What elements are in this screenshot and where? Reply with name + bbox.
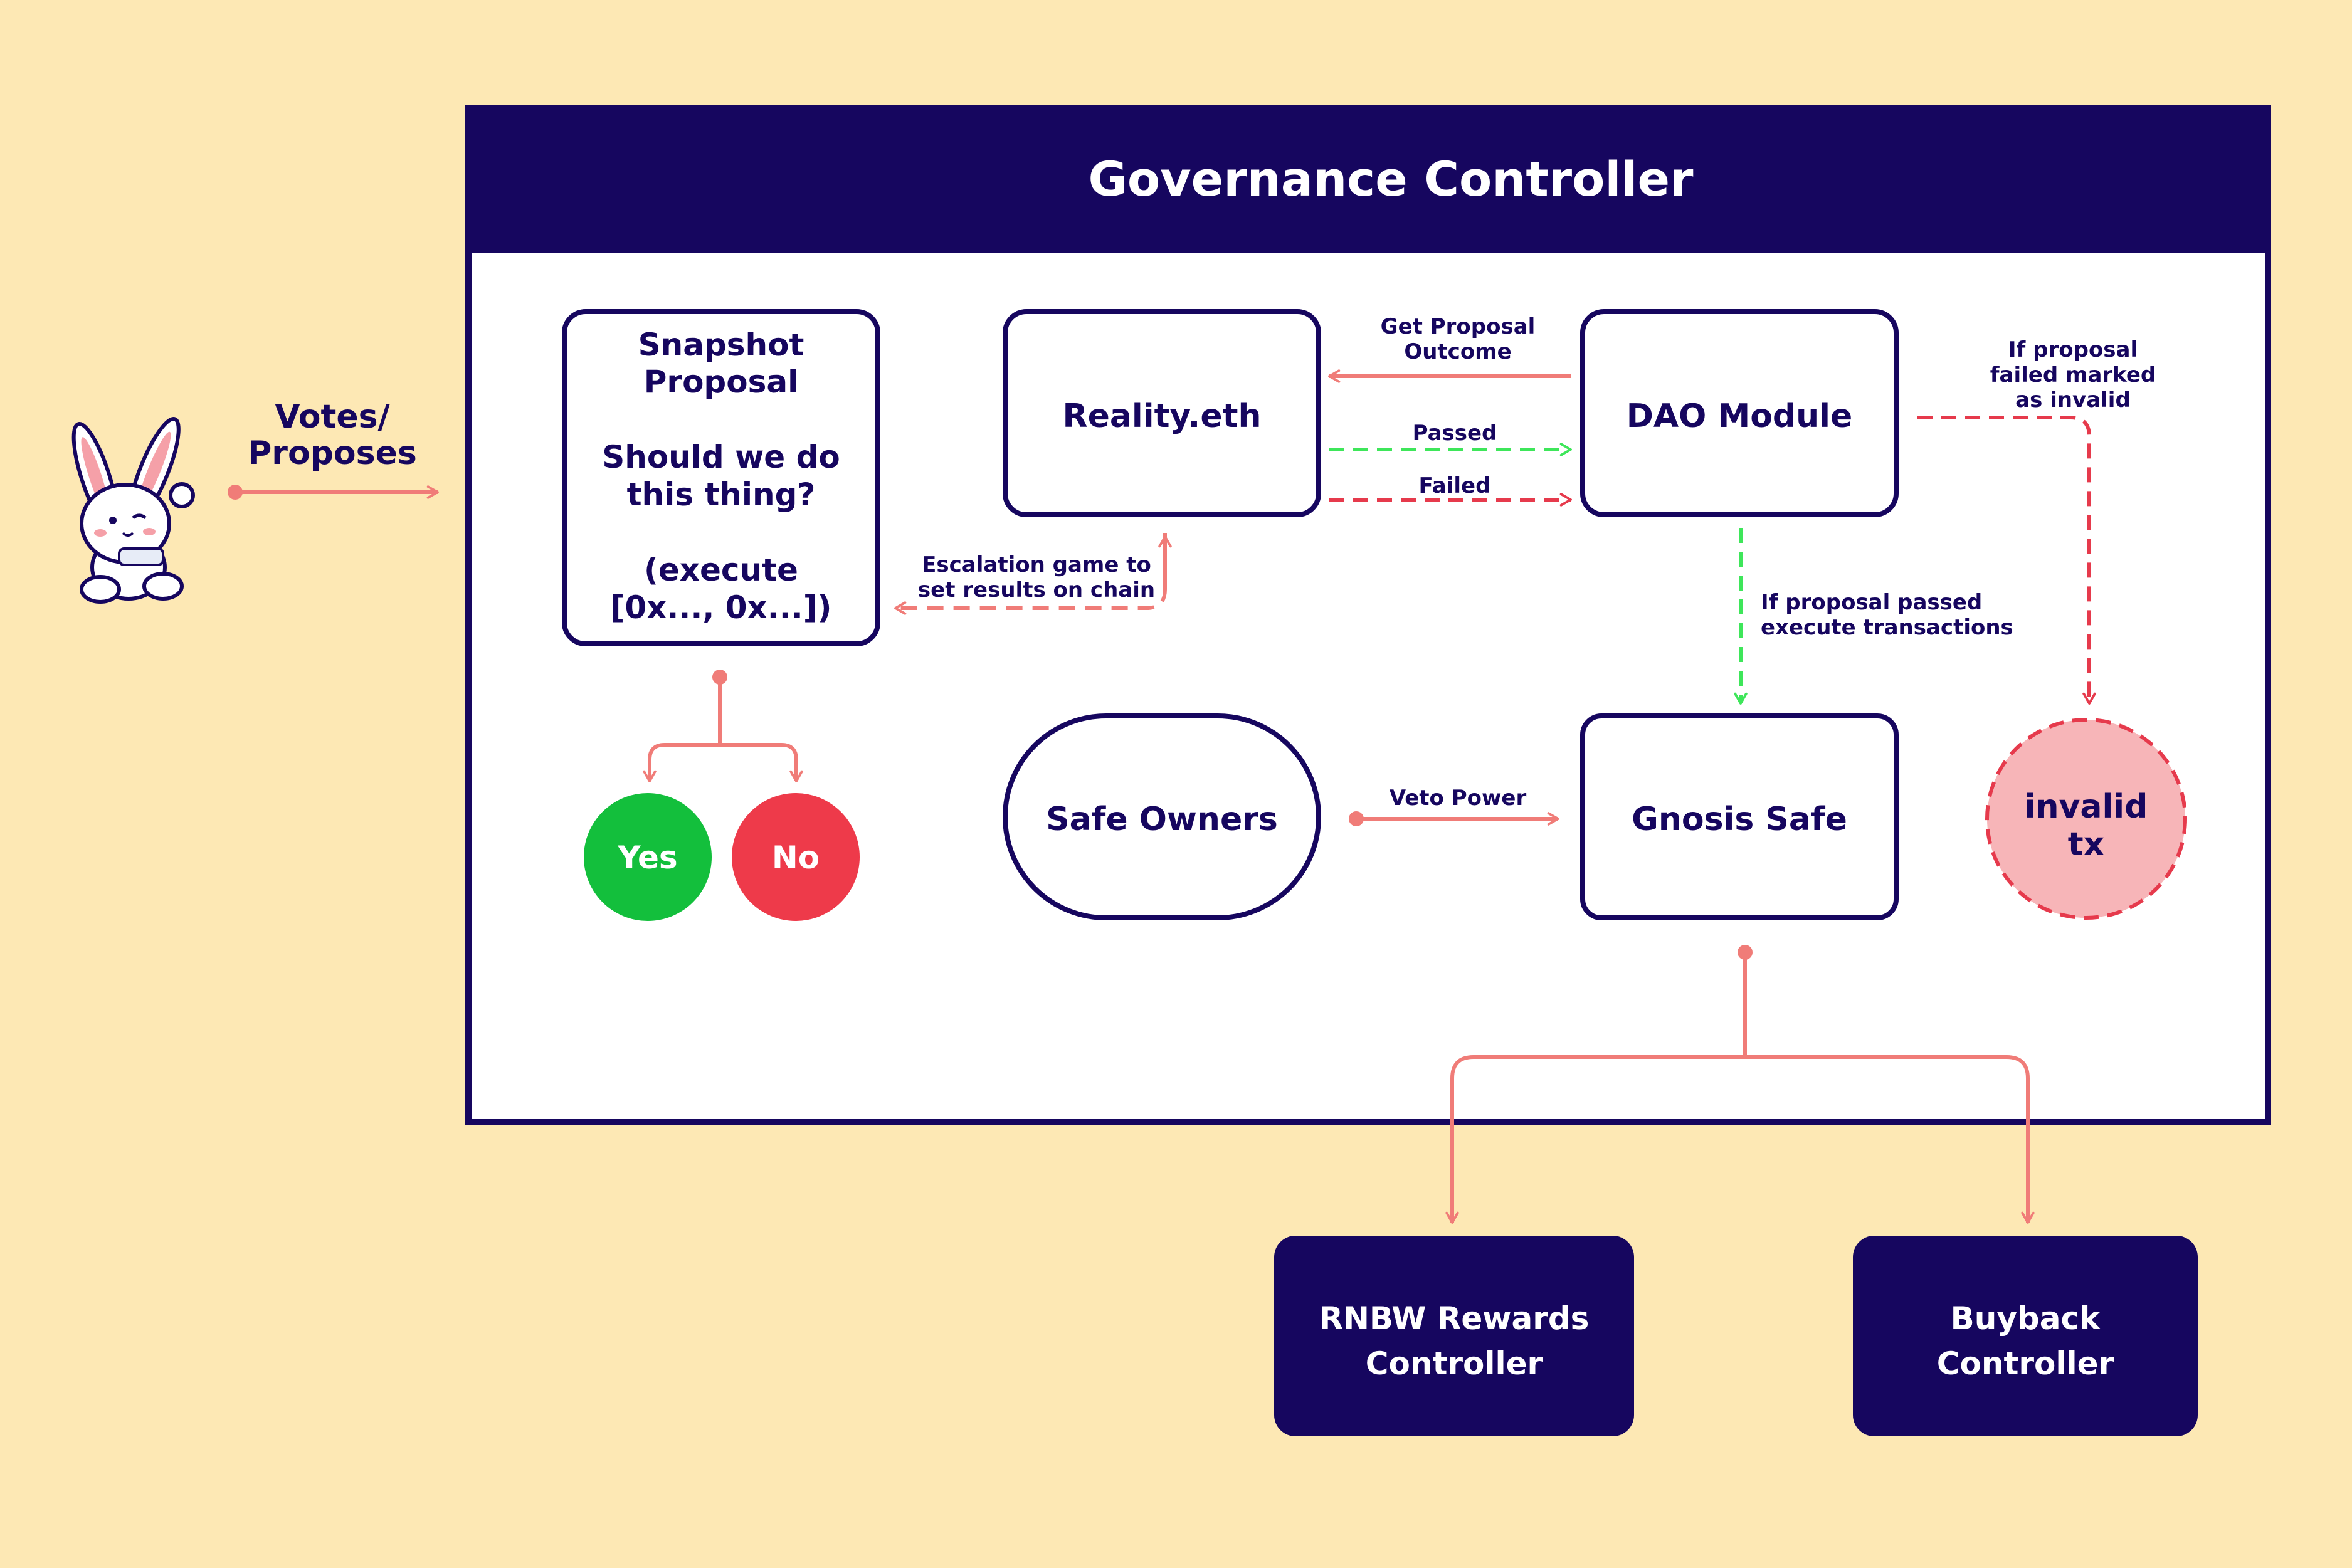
yes-label: Yes <box>617 839 677 876</box>
snapshot-line5: (execute <box>644 552 798 588</box>
if-failed-label-line2: failed marked <box>1990 362 2156 387</box>
rewards-line1: RNBW Rewards <box>1319 1300 1590 1337</box>
buyback-controller-box: Buyback Controller <box>1853 1236 2198 1436</box>
escalation-arrow: Escalation game to set results on chain <box>894 533 1172 615</box>
rewards-line2: Controller <box>1366 1345 1543 1382</box>
snapshot-line6: [0x..., 0x...]) <box>610 589 831 626</box>
buyback-line1: Buyback <box>1951 1300 2101 1337</box>
dao-module-label: DAO Module <box>1627 397 1853 435</box>
get-outcome-arrow: Get Proposal Outcome <box>1328 314 1571 383</box>
invalid-arrow: If proposal failed marked as invalid <box>1917 337 2156 705</box>
snapshot-line3: Should we do <box>602 439 840 475</box>
no-label: No <box>772 839 820 876</box>
invalid-line2: tx <box>2068 826 2104 863</box>
votes-label-line1: Votes/ <box>275 398 389 436</box>
if-passed-label-line2: execute transactions <box>1761 615 2013 640</box>
controllers-branch-arrow <box>1445 945 2035 1224</box>
veto-label: Veto Power <box>1390 786 1527 811</box>
escalation-label-line2: set results on chain <box>918 577 1155 602</box>
snapshot-proposal-box: Snapshot Proposal Should we do this thin… <box>562 309 880 646</box>
if-failed-label-line3: as invalid <box>2015 387 2131 413</box>
if-failed-label-line1: If proposal <box>2008 337 2138 362</box>
snapshot-line2: Proposal <box>644 364 798 400</box>
escalation-label-line1: Escalation game to <box>922 552 1151 577</box>
panel-title: Governance Controller <box>1089 151 1694 207</box>
dao-module-box: DAO Module <box>1580 309 1899 517</box>
veto-arrow: Veto Power <box>1349 786 1559 826</box>
safe-owners-label: Safe Owners <box>1046 801 1278 838</box>
reality-eth-label: Reality.eth <box>1063 397 1262 435</box>
get-outcome-label-line2: Outcome <box>1404 339 1511 364</box>
yes-no-branch-arrow <box>643 670 803 782</box>
if-passed-label-line1: If proposal passed <box>1761 590 1982 615</box>
invalid-tx-circle: invalid tx <box>1985 718 2187 920</box>
gnosis-safe-label: Gnosis Safe <box>1632 801 1847 838</box>
safe-owners-pill: Safe Owners <box>1003 713 1321 920</box>
buyback-line2: Controller <box>1937 1345 2114 1382</box>
invalid-line1: invalid <box>2025 788 2148 826</box>
passed-arrow: Passed <box>1329 421 1572 456</box>
votes-label-line2: Proposes <box>248 434 417 472</box>
no-circle: No <box>732 793 860 921</box>
gnosis-safe-box: Gnosis Safe <box>1580 713 1899 920</box>
snapshot-line4: this thing? <box>627 476 816 513</box>
failed-arrow: Failed <box>1329 473 1572 507</box>
execute-arrow: If proposal passed execute transactions <box>1734 528 2013 705</box>
votes-arrow <box>228 485 439 500</box>
passed-label: Passed <box>1413 421 1497 446</box>
bunny-mascot-icon <box>71 416 195 604</box>
yes-circle: Yes <box>584 793 712 921</box>
failed-label: Failed <box>1419 473 1491 498</box>
snapshot-line1: Snapshot <box>638 327 804 363</box>
get-outcome-label-line1: Get Proposal <box>1381 314 1536 339</box>
rnbw-rewards-controller-box: RNBW Rewards Controller <box>1274 1236 1634 1436</box>
reality-eth-box: Reality.eth <box>1003 309 1321 517</box>
